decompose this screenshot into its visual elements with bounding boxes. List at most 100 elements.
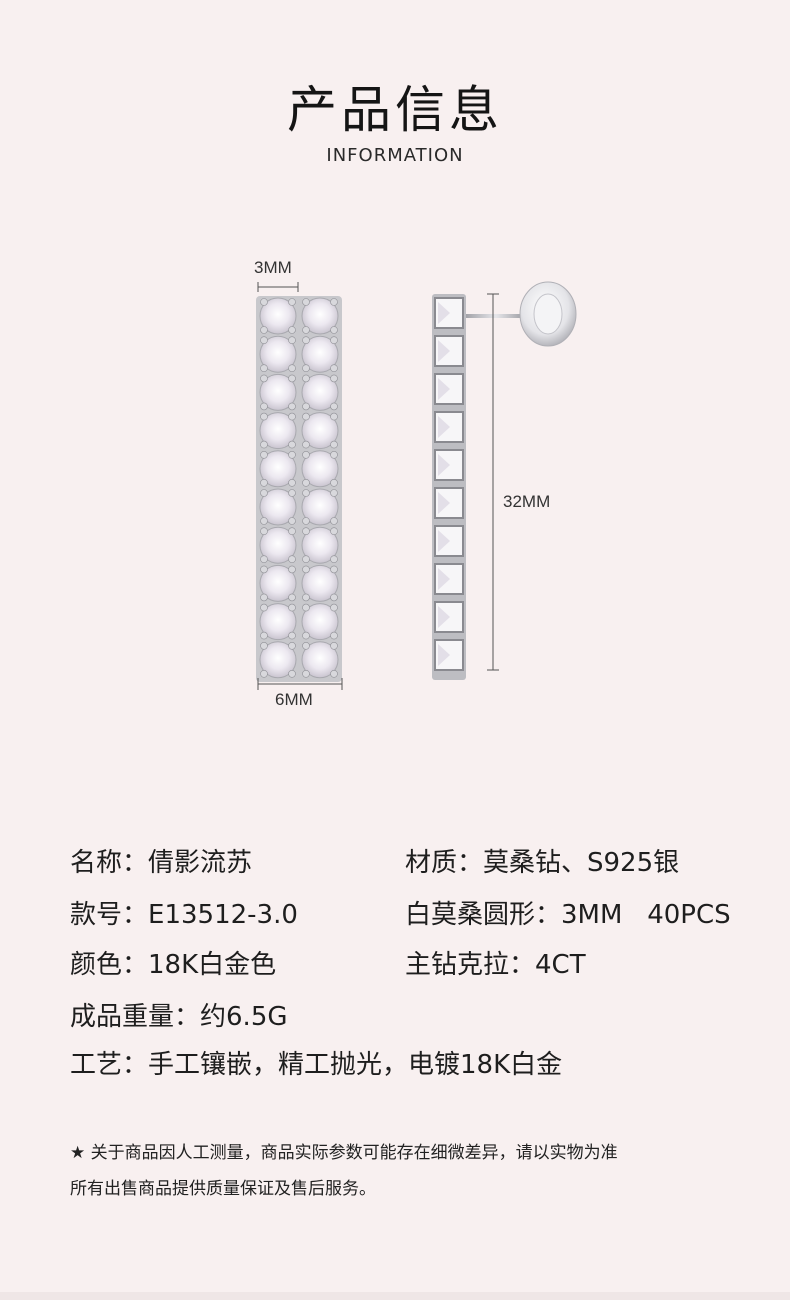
page-title: 产品信息	[287, 81, 503, 139]
front-gem-prong	[302, 565, 310, 574]
front-gem-prong	[330, 326, 338, 334]
front-gem-prong	[330, 669, 338, 678]
front-gem-prong	[288, 402, 296, 411]
front-gem-prong	[260, 517, 268, 525]
front-gem-prong	[302, 298, 310, 306]
disclaimer-line-1: ★ 关于商品因人工测量，商品实际参数可能存在细微差异，请以实物为准	[70, 1143, 618, 1163]
spec-color: 颜色：18K白金色	[70, 944, 276, 981]
side-gem	[438, 492, 450, 514]
spec-material: 材质：莫桑钻、S925银	[405, 842, 679, 879]
front-gem	[259, 450, 297, 488]
front-gem-prong	[260, 669, 268, 678]
spec-weight-label: 成品重量：	[70, 1002, 201, 1032]
front-gem-prong	[302, 478, 310, 487]
front-gem-prong	[330, 364, 338, 373]
front-gem	[259, 603, 297, 641]
front-gem	[259, 297, 297, 335]
front-gem-prong	[302, 593, 310, 602]
front-gem-prong	[330, 565, 338, 574]
front-gem-prong	[330, 402, 338, 411]
front-gem-prong	[302, 440, 310, 449]
front-gem-prong	[330, 450, 338, 459]
front-gem-prong	[302, 555, 310, 564]
side-gem	[438, 416, 450, 438]
front-gem-prong	[330, 374, 338, 383]
front-gem-prong	[330, 631, 338, 640]
front-gem	[259, 373, 297, 411]
front-gem	[301, 641, 339, 679]
front-gem-prong	[260, 603, 268, 612]
front-gem-prong	[260, 641, 268, 650]
front-gem-prong	[288, 603, 296, 612]
spec-material-label: 材质：	[405, 848, 484, 878]
front-gem-prong	[330, 412, 338, 421]
dim-length-line	[487, 293, 499, 671]
front-gem-prong	[302, 326, 310, 334]
front-gem	[259, 641, 297, 679]
dim-width-top-label: 3MM	[254, 258, 292, 277]
front-gem	[259, 412, 297, 450]
front-gem-prong	[260, 565, 268, 574]
front-gem-prong	[260, 527, 268, 536]
side-gem	[438, 568, 450, 590]
front-gem-prong	[288, 478, 296, 487]
front-gem-prong	[330, 517, 338, 525]
spec-name-value: 倩影流苏	[148, 848, 253, 878]
front-gem	[301, 412, 339, 450]
earring-illustration	[256, 281, 577, 690]
front-gem-prong	[260, 326, 268, 334]
front-gem-prong	[288, 298, 296, 306]
front-gem-prong	[330, 298, 338, 306]
disclaimer-line-2: 所有出售商品提供质量保证及售后服务。	[70, 1179, 376, 1199]
front-gem-prong	[288, 527, 296, 536]
front-gem-prong	[330, 603, 338, 612]
front-gem-prong	[302, 517, 310, 525]
spec-stone-label: 白莫桑圆形：	[405, 900, 562, 930]
front-gem-prong	[302, 527, 310, 536]
front-gem-prong	[288, 364, 296, 373]
front-gem-prong	[302, 336, 310, 345]
spec-model-label: 款号：	[70, 900, 149, 930]
front-gem-prong	[288, 440, 296, 449]
front-gem-prong	[330, 440, 338, 449]
spec-craft: 工艺：手工镶嵌，精工抛光，电镀18K白金	[70, 1044, 562, 1081]
front-gem	[259, 564, 297, 602]
spec-model-value: E13512-3.0	[148, 900, 298, 930]
front-gem-prong	[288, 374, 296, 383]
front-gem	[259, 526, 297, 564]
dim-length-label: 32MM	[503, 492, 551, 511]
spec-weight: 成品重量：约6.5G	[70, 996, 288, 1033]
front-gem-prong	[260, 555, 268, 564]
front-gem-prong	[288, 336, 296, 345]
front-gem	[301, 564, 339, 602]
front-gem-prong	[330, 555, 338, 564]
spec-model: 款号：E13512-3.0	[70, 894, 298, 931]
side-gem	[438, 302, 450, 324]
front-gem-prong	[302, 412, 310, 421]
front-gem-prong	[302, 489, 310, 497]
spec-carat: 主钻克拉：4CT	[405, 944, 586, 981]
front-gem-prong	[288, 450, 296, 459]
spec-name-label: 名称：	[70, 848, 149, 878]
front-gem-prong	[302, 641, 310, 650]
bottom-divider	[0, 1292, 790, 1300]
front-gem-prong	[260, 450, 268, 459]
front-gem	[301, 488, 339, 526]
front-gem-prong	[260, 364, 268, 373]
spec-material-value: 莫桑钻、S925银	[483, 848, 680, 878]
front-gem-prong	[260, 298, 268, 306]
dim-width-bottom-line	[257, 678, 343, 690]
front-gem-prong	[260, 336, 268, 345]
front-gem-prong	[330, 478, 338, 487]
side-gem	[438, 644, 450, 666]
front-gem-prong	[288, 489, 296, 497]
front-gem-prong	[302, 450, 310, 459]
front-gem	[301, 450, 339, 488]
front-gem-prong	[288, 326, 296, 334]
side-gem	[438, 454, 450, 476]
front-gem-prong	[260, 631, 268, 640]
earring-side-view	[432, 281, 577, 680]
front-gem-prong	[288, 669, 296, 678]
dim-width-bottom-label: 6MM	[275, 690, 313, 709]
front-gem-prong	[288, 555, 296, 564]
